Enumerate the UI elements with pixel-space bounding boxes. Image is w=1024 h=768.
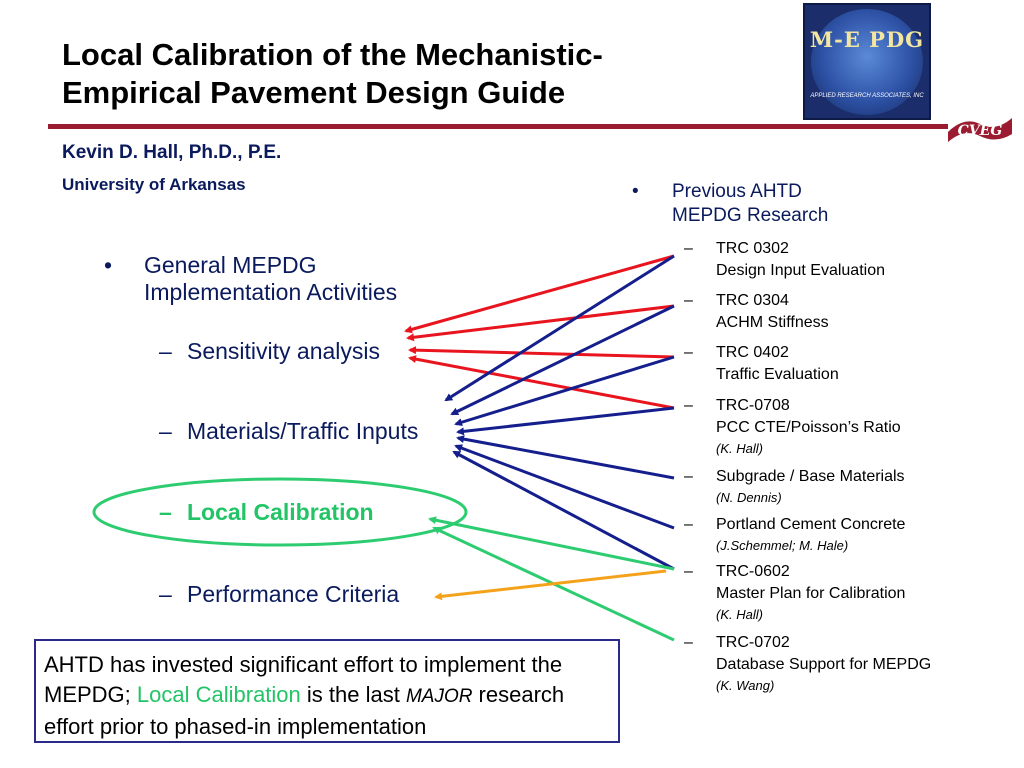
title-line-1: Local Calibration of the Mechanistic-: [62, 37, 603, 72]
item-line-1: TRC 0302: [716, 240, 789, 257]
item-line-2: PCC CTE/Poisson’s Ratio: [716, 419, 901, 436]
subitem-label: Sensitivity analysis: [187, 338, 381, 364]
arrow-blue-subgrade: [456, 435, 675, 480]
item-note: (K. Wang): [716, 678, 775, 693]
dash-glyph: –: [684, 397, 693, 414]
arrow-blue-trc0302: [444, 254, 675, 402]
item-line-2: Database Support for MEPDG: [716, 656, 932, 673]
cveg-badge: CVEG: [948, 118, 1012, 142]
dash-glyph: –: [159, 418, 172, 444]
subitem-sensitivity: –Sensitivity analysis: [159, 338, 380, 365]
item-line-1: TRC-0708: [716, 397, 790, 414]
item-note: (J.Schemmel; M. Hale): [716, 538, 849, 553]
dash-glyph: –: [159, 338, 172, 364]
arrow-red-trc0304: [406, 304, 675, 342]
subitem-performance-criteria: –Performance Criteria: [159, 581, 399, 608]
subitem-label: Local Calibration: [187, 499, 374, 525]
local-calibration-highlight-ellipse: [92, 477, 468, 547]
callout-text-2: is the last: [300, 682, 406, 707]
dash-glyph: –: [684, 563, 693, 580]
arrow-orange-trc0602: [434, 569, 667, 601]
item-line-2: Master Plan for Calibration: [716, 585, 906, 602]
item-line-1: TRC-0602: [716, 563, 790, 580]
arrow-blue-trc0602: [452, 450, 675, 571]
item-line-1: TRC 0304: [716, 292, 789, 309]
dash-glyph: –: [684, 344, 693, 361]
author-name: Kevin D. Hall, Ph.D., P.E.: [62, 142, 282, 163]
arrow-green-trc0602: [428, 516, 675, 571]
affiliation: University of Arkansas: [62, 175, 246, 194]
item-note: (K. Hall): [716, 441, 763, 456]
slide-title: Local Calibration of the Mechanistic- Em…: [62, 36, 782, 112]
bullet-glyph: •: [104, 252, 113, 278]
callout-box: AHTD has invested significant effort to …: [34, 639, 620, 743]
item-line-1: Portland Cement Concrete: [716, 516, 906, 533]
dash-glyph: –: [159, 499, 172, 525]
item-line-1: TRC 0402: [716, 344, 789, 361]
arrow-red-trc0708: [408, 355, 675, 410]
item-note: (K. Hall): [716, 607, 763, 622]
arrow-blue-trc0708: [456, 406, 675, 436]
title-line-2: Empirical Pavement Design Guide: [62, 75, 566, 110]
badge-ribbon-shape: [948, 118, 1012, 142]
badge-text: CVEG: [958, 123, 1003, 139]
right-bullet-line-2: MEPDG Research: [672, 205, 829, 226]
dash-glyph: –: [684, 292, 693, 309]
arrow-red-trc0302: [404, 254, 675, 334]
callout-text-3: research effort prior to phased-in imple…: [44, 682, 565, 739]
callout-emphasis: MAJOR: [405, 686, 473, 707]
item-note: (N. Dennis): [716, 490, 782, 505]
arrow-blue-trc0402: [454, 355, 675, 427]
dash-glyph: –: [684, 468, 693, 485]
item-line-2: Design Input Evaluation: [716, 262, 885, 279]
bullet-line-2: Implementation Activities: [144, 279, 398, 305]
arrow-blue-trc0304: [450, 304, 675, 416]
item-line-2: Traffic Evaluation: [716, 366, 839, 383]
logo-title: M-E PDG: [809, 27, 925, 52]
cd-disc-icon: [811, 9, 923, 115]
item-line-1: TRC-0702: [716, 634, 790, 651]
arrow-red-trc0402: [408, 346, 675, 359]
dash-glyph: –: [159, 581, 172, 607]
dash-glyph: –: [684, 634, 693, 651]
logo-subtitle: APPLIED RESEARCH ASSOCIATES, INC: [810, 93, 924, 99]
subitem-label: Performance Criteria: [187, 581, 400, 607]
arrow-blue-pcc: [454, 444, 675, 530]
title-divider: [48, 124, 948, 129]
bullet-line-1: General MEPDG: [144, 252, 317, 278]
dash-glyph: –: [684, 240, 693, 257]
item-line-2: ACHM Stiffness: [716, 314, 829, 331]
mepdg-logo: M-E PDG APPLIED RESEARCH ASSOCIATES, INC: [803, 3, 931, 120]
callout-highlight: Local Calibration: [136, 682, 301, 707]
subitem-local-calibration: –Local Calibration: [159, 499, 374, 526]
bullet-glyph: •: [632, 181, 639, 202]
dash-glyph: –: [684, 516, 693, 533]
callout-text-1: AHTD has invested significant effort to …: [44, 652, 563, 707]
subitem-label: Materials/Traffic Inputs: [187, 418, 419, 444]
item-line-1: Subgrade / Base Materials: [716, 468, 905, 485]
right-bullet-line-1: Previous AHTD: [672, 181, 802, 202]
subitem-materials-traffic: –Materials/Traffic Inputs: [159, 418, 418, 445]
